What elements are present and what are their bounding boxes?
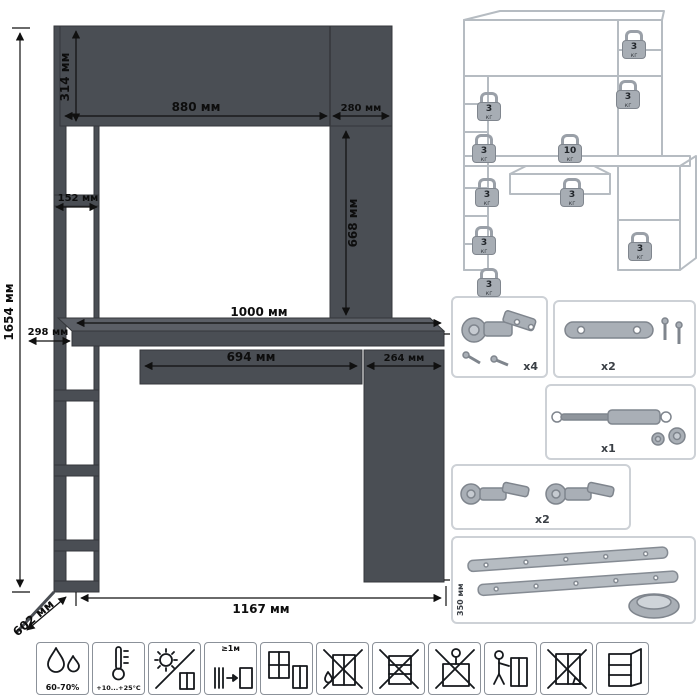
damper-icon xyxy=(564,317,683,344)
kettlebell-icon xyxy=(475,134,493,145)
hardware-box-hinges-top: x4 xyxy=(451,296,548,378)
heater-distance-icon xyxy=(213,666,253,689)
hardware-box-gas-lift: x1 xyxy=(545,384,696,460)
care-no-abrasives xyxy=(372,642,425,695)
window-icon xyxy=(267,650,308,689)
desk-body xyxy=(14,25,446,635)
hinge-top-qty-label: x4 xyxy=(523,360,538,373)
care-ventilation xyxy=(260,642,313,695)
hardware-box-damper: x2 xyxy=(553,300,696,378)
kettlebell-icon xyxy=(480,268,498,279)
dim-opening-height: 668 мм xyxy=(346,199,360,248)
care-no-liquids xyxy=(540,642,593,695)
care-no-direct-sunlight xyxy=(148,642,201,695)
dim-desktop-width: 1000 мм xyxy=(230,305,287,319)
care-door-use xyxy=(596,642,649,695)
care-no-wet-cleaning xyxy=(316,642,369,695)
no-sitting-icon xyxy=(434,647,475,689)
care-careful-moving xyxy=(484,642,537,695)
slide-length-label: 350 мм xyxy=(456,583,465,616)
dim-overall-depth: 602 мм xyxy=(10,597,56,639)
water-drops-icon xyxy=(46,646,80,673)
care-humidity: 60-70% xyxy=(36,642,89,695)
dim-drawer-width: 694 мм xyxy=(227,350,276,364)
hardware-box-hinges-bottom: x2 xyxy=(451,464,631,530)
open-door-icon xyxy=(607,647,642,687)
no-liquids-icon xyxy=(546,648,587,689)
kettlebell-icon xyxy=(475,226,493,237)
dim-cabinet-width: 264 мм xyxy=(384,353,425,364)
drawer-slides-icon: 350 мм xyxy=(456,546,680,619)
no-direct-sunlight-icon xyxy=(153,647,195,690)
damper-qty-label: x2 xyxy=(601,360,616,373)
desk-dimension-drawing: 1654 мм 314 мм 880 мм 280 мм 668 мм 152 … xyxy=(2,25,450,639)
no-wet-cleaning-icon xyxy=(322,648,363,689)
dim-side-depth: 280 мм xyxy=(341,103,382,114)
no-abrasives-icon xyxy=(378,648,419,689)
distance-label: ≥1м xyxy=(221,644,240,653)
humidity-label: 60-70% xyxy=(45,683,80,692)
kettlebell-icon xyxy=(480,92,498,103)
care-heater-distance: ≥1м xyxy=(204,642,257,695)
gas-lift-qty-label: x1 xyxy=(601,442,616,455)
hardware-box-slides: 350 мм xyxy=(451,536,696,624)
dim-overall-height: 1654 мм xyxy=(2,283,16,340)
grommet-icon xyxy=(636,594,672,610)
dim-left-desk-depth: 298 мм xyxy=(28,327,69,338)
gas-lift-icon xyxy=(551,409,686,446)
care-temperature: +10...+25°C xyxy=(92,642,145,695)
dim-hutch-width: 880 мм xyxy=(172,100,221,114)
careful-moving-icon xyxy=(492,649,528,687)
thermometer-icon xyxy=(111,645,129,680)
kettlebell-icon xyxy=(619,80,637,91)
kettlebell-icon xyxy=(631,232,649,243)
hinge-bottom-qty-label: x2 xyxy=(535,513,550,526)
care-icon-row: 60-70% +10...+25°C ≥1м xyxy=(36,642,649,695)
dim-shelf-depth: 152 мм xyxy=(58,193,99,204)
kettlebell-icon xyxy=(563,178,581,189)
hinge-pair-icon xyxy=(460,481,615,505)
dim-hutch-height: 314 мм xyxy=(58,53,72,102)
temperature-label: +10...+25°C xyxy=(96,684,141,692)
kettlebell-icon xyxy=(561,134,579,145)
kettlebell-icon xyxy=(478,178,496,189)
care-no-sitting xyxy=(428,642,481,695)
kettlebell-icon xyxy=(625,30,643,41)
hinge-icon xyxy=(460,310,536,367)
dim-overall-width: 1167 мм xyxy=(232,602,289,616)
